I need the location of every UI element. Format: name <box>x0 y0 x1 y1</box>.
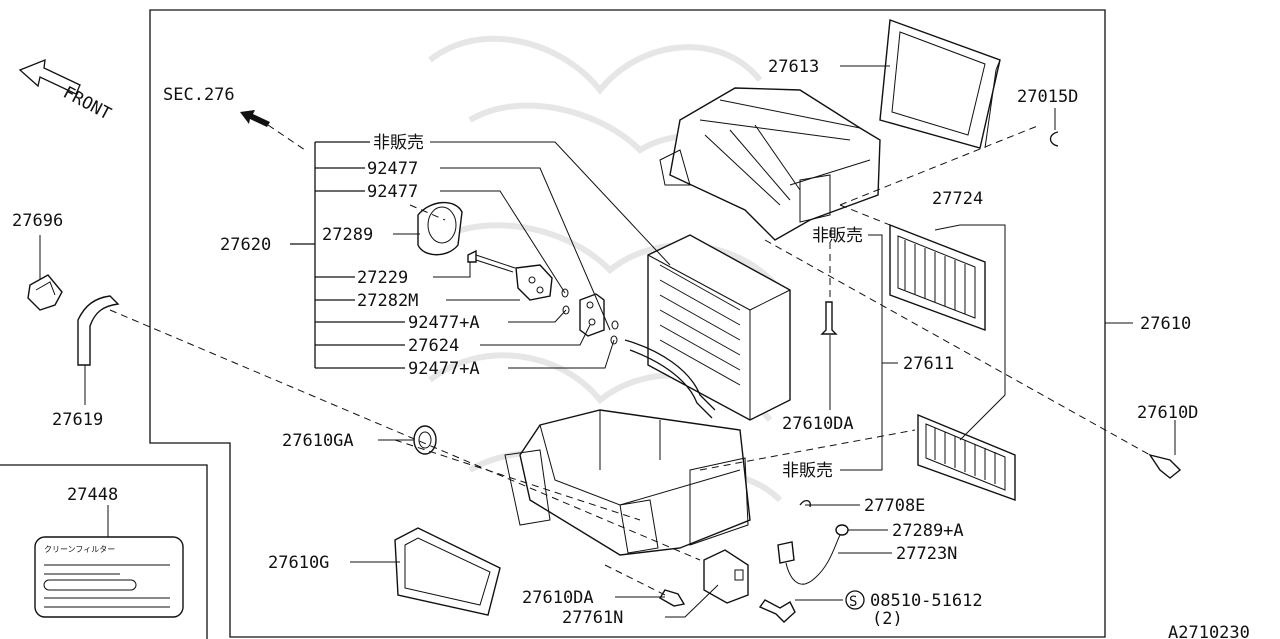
grommet-27289-part <box>417 201 463 256</box>
label-nonsale-2: 非販売 <box>812 226 863 246</box>
screw-27610d-part <box>1148 453 1182 479</box>
label-92477-1: 92477 <box>367 159 418 179</box>
air-filter-lower-part <box>917 413 1016 501</box>
sensor-27723n-part <box>777 534 841 585</box>
block-27282m-part <box>515 264 553 301</box>
label-27708e: 27708E <box>864 496 925 516</box>
label-27610da-top: 27610DA <box>782 414 854 434</box>
label-27624: 27624 <box>408 336 459 356</box>
label-27610: 27610 <box>1140 314 1191 334</box>
front-label: FRONT <box>60 83 115 125</box>
screw-27610da-bottom-part <box>659 589 686 607</box>
grommet-27289a-part <box>835 524 849 536</box>
label-27015d: 27015D <box>1017 87 1078 107</box>
label-27289: 27289 <box>322 225 373 245</box>
label-27448: 27448 <box>67 485 118 505</box>
filter-label-27448-part: クリーンフィルター <box>34 536 184 618</box>
s-symbol-text: S <box>849 594 857 610</box>
label-08510-51612: 08510-51612 <box>870 591 983 611</box>
label-27620: 27620 <box>220 235 271 255</box>
part-labels: 非販売 92477 92477 27289 27620 27229 27282M… <box>12 57 1250 639</box>
label-27610ga: 27610GA <box>282 431 354 451</box>
label-nonsale-1: 非販売 <box>373 133 424 153</box>
lower-case-part <box>504 409 751 556</box>
label-27613: 27613 <box>768 57 819 77</box>
label-92477-2: 92477 <box>367 182 418 202</box>
sec-arrow-icon: SEC.276 <box>163 85 306 151</box>
label-27610d: 27610D <box>1137 403 1198 423</box>
air-filter-upper-part <box>889 223 986 332</box>
front-arrow-icon: FRONT <box>18 58 115 125</box>
screw-08510-part <box>758 599 796 623</box>
filter-frame-27610g-part <box>394 527 501 616</box>
assembly-lines <box>109 124 1151 596</box>
grommet-27610ga-part <box>413 425 437 455</box>
bolt-27229-part <box>467 249 516 273</box>
screw-27610da-top-part <box>820 301 838 335</box>
filter-frame-27613-part <box>879 19 1001 149</box>
label-27723n: 27723N <box>896 544 957 564</box>
label-27696: 27696 <box>12 211 63 231</box>
connector-27761n-part <box>703 549 749 604</box>
label-qty-2: (2) <box>872 609 903 629</box>
label-27619: 27619 <box>52 410 103 430</box>
label-92477a-2: 92477+A <box>408 359 480 379</box>
sec-reference-label: SEC.276 <box>163 85 235 105</box>
filter-label-text: クリーンフィルター <box>44 545 115 554</box>
label-27282m: 27282M <box>357 291 418 311</box>
s-symbol-icon: S <box>845 590 865 610</box>
label-27610g: 27610G <box>268 553 329 573</box>
label-27611: 27611 <box>903 354 954 374</box>
drawing-number: A2710230 <box>1168 623 1250 639</box>
label-27761n: 27761N <box>562 608 623 628</box>
hose-27619-part <box>77 295 120 366</box>
bracket-27620 <box>290 141 405 369</box>
clip-27696-part <box>27 274 63 311</box>
label-nonsale-3: 非販売 <box>782 461 833 481</box>
label-27610da-bottom: 27610DA <box>522 588 594 608</box>
label-27724: 27724 <box>932 189 983 209</box>
label-27289a: 27289+A <box>892 521 964 541</box>
leader-lines <box>39 65 1176 618</box>
evaporator-part <box>624 234 791 421</box>
expansion-valve-27624-part <box>561 288 619 345</box>
frame <box>0 9 1106 639</box>
clip-27708e-part <box>799 500 811 508</box>
upper-case-27613-part <box>659 87 881 241</box>
clip-27015d-part <box>1049 131 1059 147</box>
label-92477a-1: 92477+A <box>408 313 480 333</box>
label-27229: 27229 <box>357 268 408 288</box>
